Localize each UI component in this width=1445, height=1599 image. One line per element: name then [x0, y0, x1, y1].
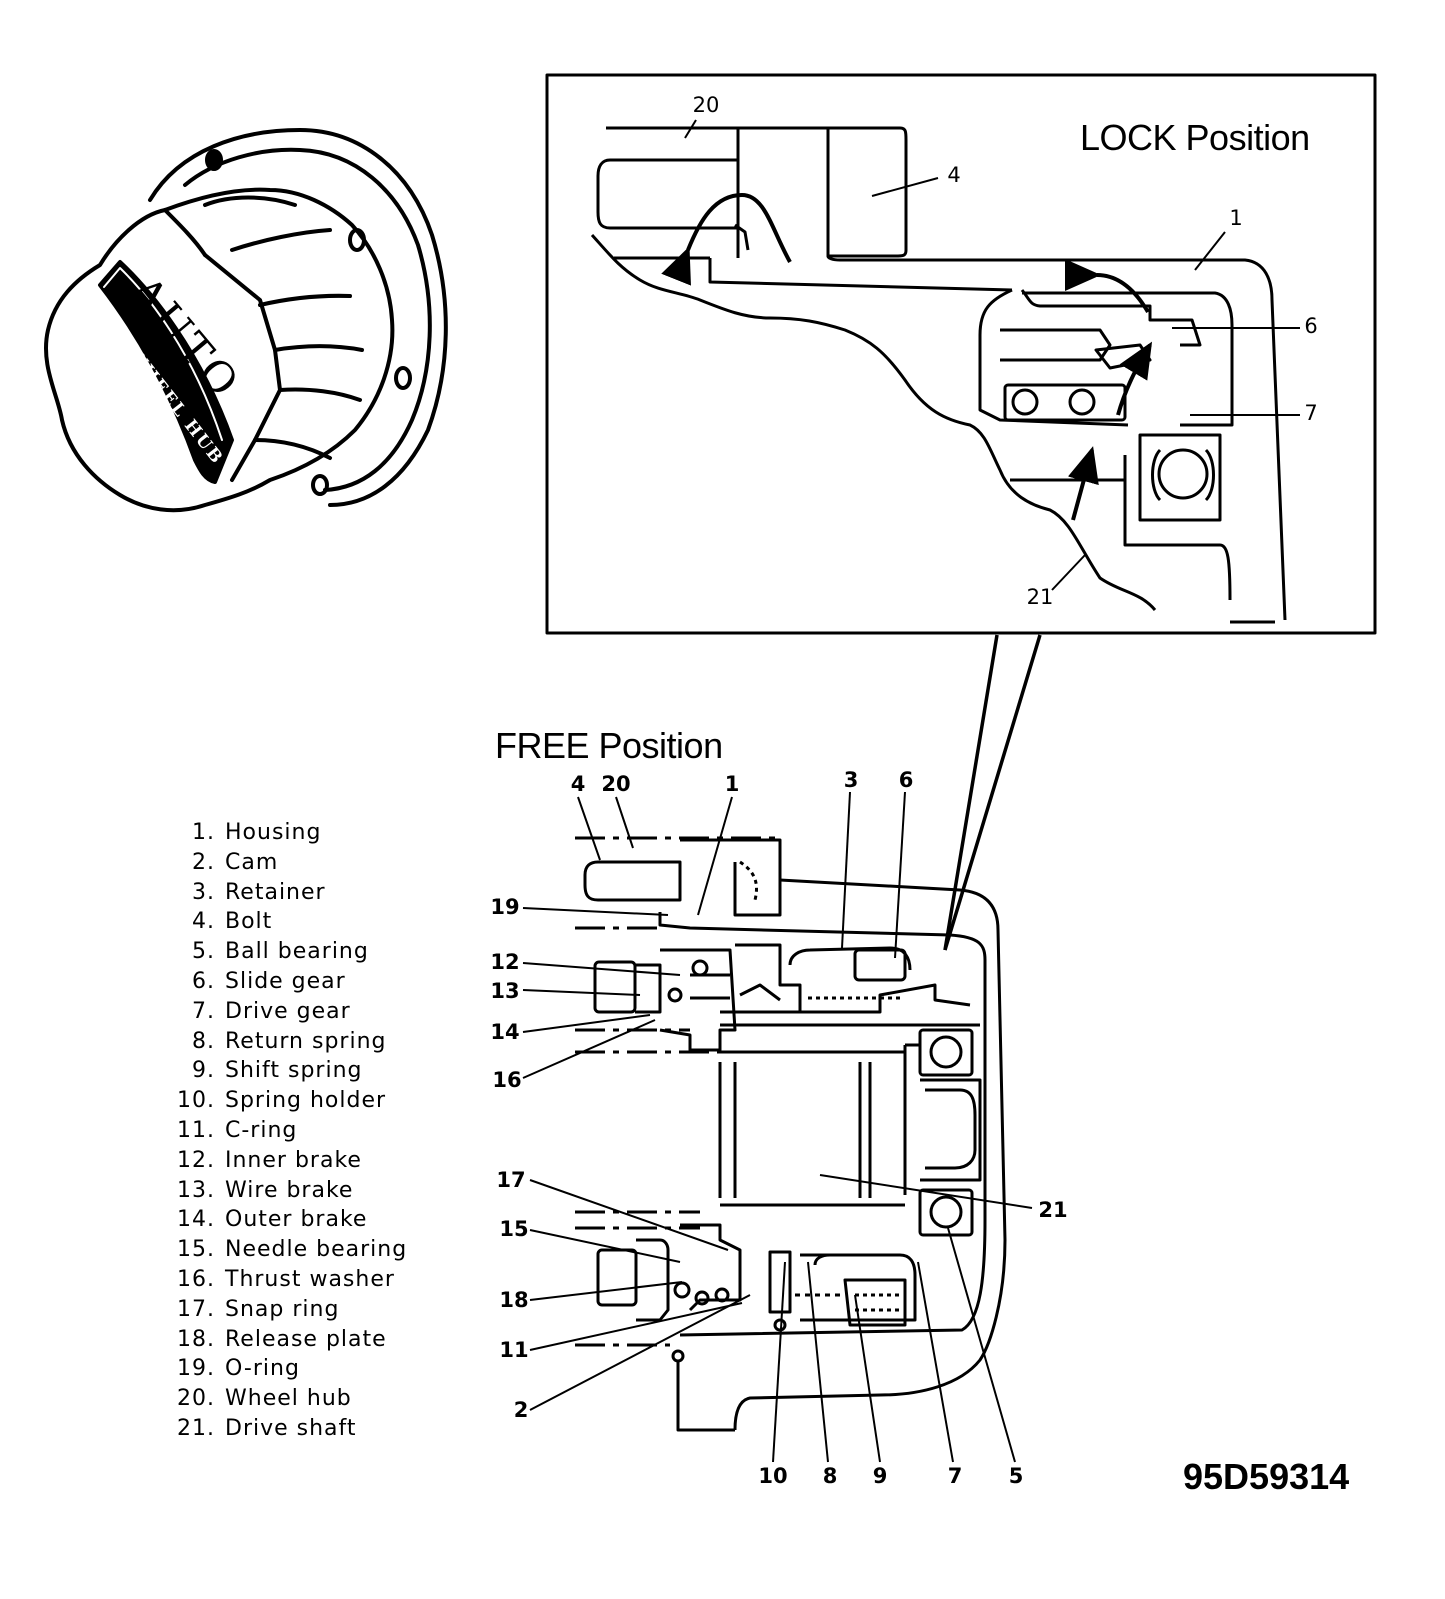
free-callout: 20 — [601, 772, 631, 796]
lock-callout: 1 — [1229, 206, 1243, 230]
legend-item: 20.Wheel hub — [177, 1386, 352, 1412]
free-callout: 9 — [872, 1464, 888, 1488]
free-callout: 11 — [499, 1338, 529, 1362]
lock-callout: 7 — [1304, 401, 1318, 425]
legend-item: 9.Shift spring — [192, 1058, 363, 1084]
free-callout: 8 — [822, 1464, 838, 1488]
legend-item: 15.Needle bearing — [177, 1237, 408, 1263]
legend-item: 8.Return spring — [192, 1028, 387, 1054]
legend-item: 11.C-ring — [177, 1117, 298, 1143]
legend-item: 10.Spring holder — [177, 1088, 387, 1114]
legend-item: 17.Snap ring — [177, 1296, 340, 1322]
free-callout: 14 — [490, 1020, 520, 1044]
free-callout: 10 — [758, 1464, 788, 1488]
bolt-hole-icon — [311, 474, 329, 496]
bolt-hole-icon — [394, 366, 412, 390]
legend-item: 13.Wire brake — [177, 1177, 354, 1203]
legend-item: 19.O-ring — [177, 1356, 300, 1382]
free-callout: 19 — [490, 895, 520, 919]
legend-item: 16.Thrust washer — [177, 1266, 395, 1292]
free-callout: 4 — [570, 772, 586, 796]
free-callout: 21 — [1038, 1198, 1068, 1222]
legend-item: 14.Outer brake — [177, 1207, 368, 1233]
lock-position-inset — [545, 73, 1377, 951]
legend-item: 12.Inner brake — [177, 1147, 362, 1173]
bolt-hole-icon — [205, 149, 223, 171]
legend-item: 6.Slide gear — [192, 968, 346, 994]
badge-plate — [98, 260, 234, 484]
free-callout: 12 — [490, 950, 520, 974]
legend-item: 4.Bolt — [192, 909, 273, 935]
legend-item: 2.Cam — [192, 849, 279, 875]
free-callout: 13 — [490, 979, 520, 1003]
legend-item: 5.Ball bearing — [192, 939, 369, 965]
free-position-diagram — [522, 791, 1033, 1463]
lock-callout: 21 — [1026, 585, 1054, 609]
free-callout: 6 — [898, 768, 914, 792]
free-callout: 1 — [724, 772, 740, 796]
lock-callout: 4 — [947, 163, 961, 187]
free-callout: 2 — [513, 1398, 529, 1422]
free-callout: 3 — [843, 768, 859, 792]
free-position-title: FREE Position — [495, 725, 723, 766]
lock-callout: 20 — [692, 93, 720, 117]
hub-cap-illustration — [44, 128, 448, 513]
free-callout: 18 — [499, 1288, 529, 1312]
free-callout: 15 — [499, 1217, 529, 1241]
free-callout: 7 — [947, 1464, 963, 1488]
lock-callout: 6 — [1304, 314, 1318, 338]
figure-id: 95D59314 — [1183, 1456, 1350, 1497]
free-callout: 5 — [1008, 1464, 1024, 1488]
legend-item: 7.Drive gear — [192, 998, 351, 1024]
free-callout: 16 — [492, 1068, 522, 1092]
free-callout: 17 — [496, 1168, 526, 1192]
legend-item: 18.Release plate — [177, 1326, 387, 1352]
parts-legend: 1.Housing 2.Cam 3.Retainer 4.Bolt 5.Ball… — [165, 818, 407, 1444]
legend-item: 21.Drive shaft — [177, 1415, 357, 1441]
lock-position-title: LOCK Position — [1080, 117, 1310, 158]
legend-item: 1.Housing — [192, 820, 322, 845]
legend-item: 3.Retainer — [192, 879, 326, 905]
